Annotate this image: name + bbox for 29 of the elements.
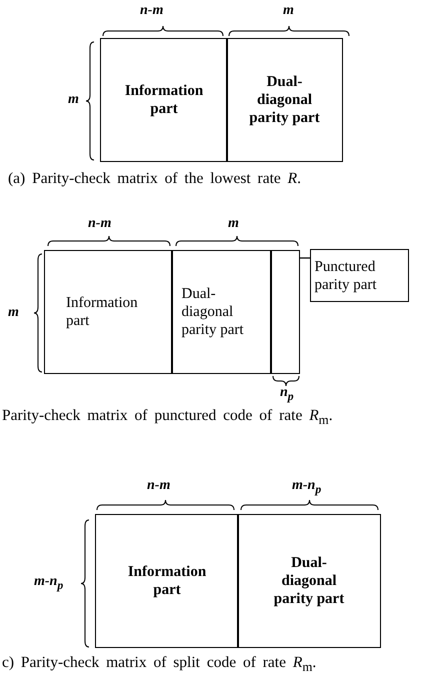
figure-caption: Parity-check matrix of punctured code of rate R$_{m}$. [2,407,333,428]
dimension-label: m [283,3,294,19]
block-label: Dual- diagonal parity part [272,554,346,608]
leader-line [300,257,310,259]
figure-caption: c) Parity-check matrix of split code of rate R$_{m}$. [2,654,316,676]
callout-box [310,249,409,302]
dimension-label: n-m [88,216,112,232]
dimension-label: m-n$_{p}$ [292,478,322,496]
block-label: Punctured parity part [314,258,378,294]
dimension-label: n-m [147,478,170,494]
matrix-block [95,514,239,648]
dimension-label: m [8,305,19,321]
matrix-block [237,514,381,648]
figure-caption: (a) Parity-check matrix of the lowest rate R. [8,170,301,188]
block-label: Information part [126,563,208,599]
block-label: Information part [124,82,204,118]
dimension-label: m [228,216,239,232]
block-label: Dual- diagonal parity part [182,285,245,339]
dimension-label: n-m [140,3,164,19]
dimension-label: n$_{p}$ [280,385,294,403]
matrix-block [226,38,343,162]
matrix-block [44,250,173,374]
matrix-block [171,250,272,374]
dimension-label: m [68,92,79,108]
block-label: Information part [66,294,139,330]
block-label: Dual- diagonal parity part [248,73,321,127]
matrix-block [100,38,228,162]
punctured-column [270,250,300,374]
dimension-label: m-n$_{p}$ [34,574,64,592]
